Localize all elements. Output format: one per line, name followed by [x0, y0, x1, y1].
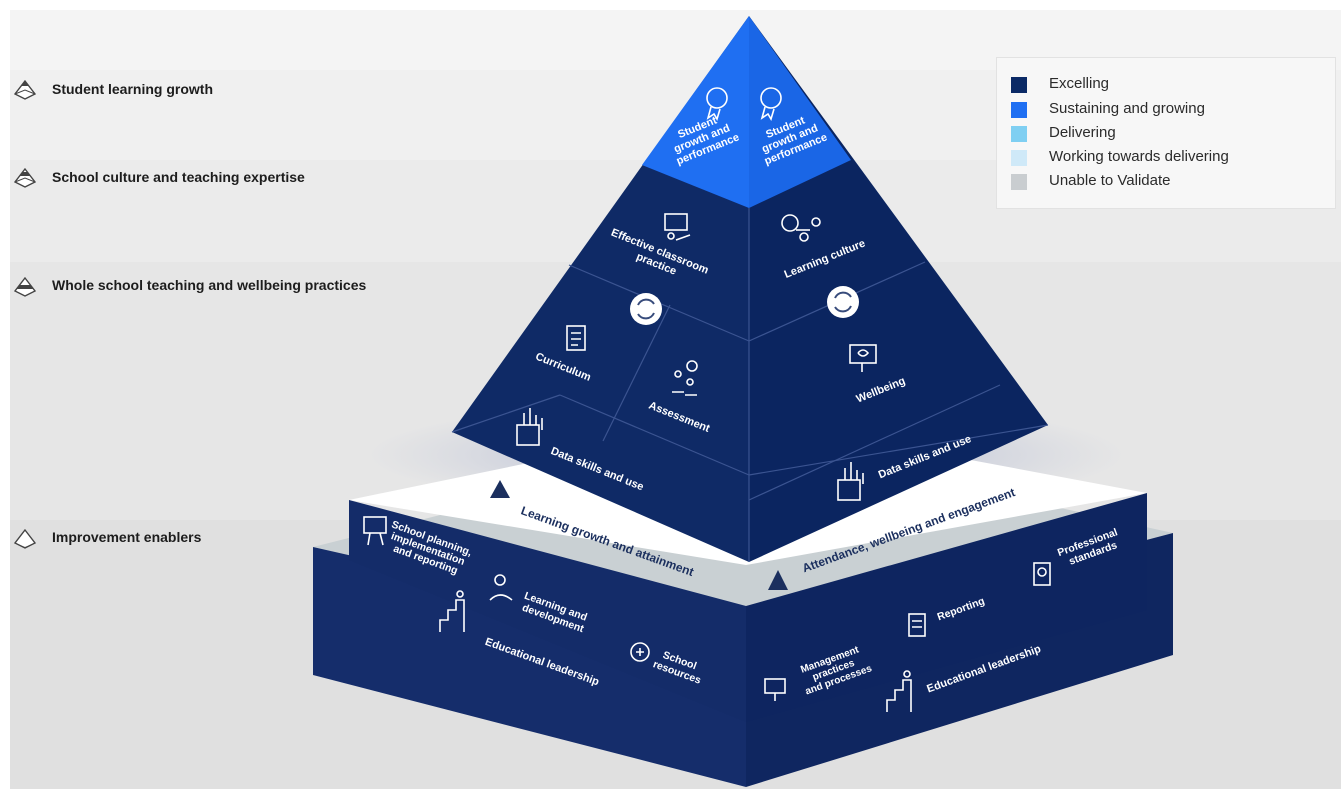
pyramid-apex-right — [749, 16, 851, 208]
band-label-student-learning: Student learning growth — [52, 81, 213, 97]
base-upper-left-face — [349, 500, 746, 722]
wellbeing-icon — [849, 344, 877, 372]
classroom-icon — [664, 213, 691, 241]
pyramid-layer-icon — [14, 277, 36, 297]
pyramid-layer-icon — [14, 80, 36, 100]
award-ribbon-icon — [760, 87, 782, 121]
data-chart-icon — [516, 408, 543, 446]
legend-label: Excelling — [1049, 75, 1110, 92]
planning-board-icon — [363, 516, 387, 546]
pyramid-division-lines — [451, 208, 1049, 562]
cycle-icon — [827, 286, 859, 318]
legend-label: Unable to Validate — [1049, 172, 1171, 189]
legend: Excelling Sustaining and growing Deliver… — [996, 57, 1336, 209]
legend-swatch — [1011, 102, 1027, 118]
band-label-improvement: Improvement enablers — [52, 529, 202, 545]
legend-swatch — [1011, 77, 1027, 93]
school-resources-icon — [630, 642, 650, 662]
legend-swatch — [1011, 126, 1027, 142]
learning-development-icon — [489, 574, 513, 601]
cycle-icon — [630, 293, 662, 325]
award-ribbon-icon — [706, 87, 728, 121]
legend-label: Delivering — [1049, 124, 1116, 141]
band-label-school-culture: School culture and teaching expertise — [52, 169, 305, 185]
pyramid-layer-icon — [14, 168, 36, 188]
leadership-icon — [439, 590, 465, 632]
pyramid-layer-icon — [14, 529, 36, 549]
leadership-icon — [886, 670, 912, 712]
band-label-whole-school: Whole school teaching and wellbeing prac… — [52, 277, 367, 293]
base-lower-left-face — [313, 547, 746, 787]
legend-swatch — [1011, 150, 1027, 166]
pyramid-apex-left — [642, 16, 749, 208]
data-chart-icon — [837, 462, 864, 501]
curriculum-icon — [566, 325, 586, 351]
pyramid-marker-icon — [768, 570, 788, 590]
legend-label: Sustaining and growing — [1049, 100, 1205, 117]
learning-culture-icon — [781, 214, 821, 242]
pyramid-marker-icon — [490, 480, 510, 498]
reporting-icon — [908, 613, 926, 637]
management-icon — [764, 678, 786, 701]
base-upper-right-face — [746, 493, 1147, 722]
professional-standards-icon — [1033, 562, 1051, 586]
assessment-icon — [672, 360, 698, 396]
legend-swatch — [1011, 174, 1027, 190]
legend-label: Working towards delivering — [1049, 148, 1229, 165]
